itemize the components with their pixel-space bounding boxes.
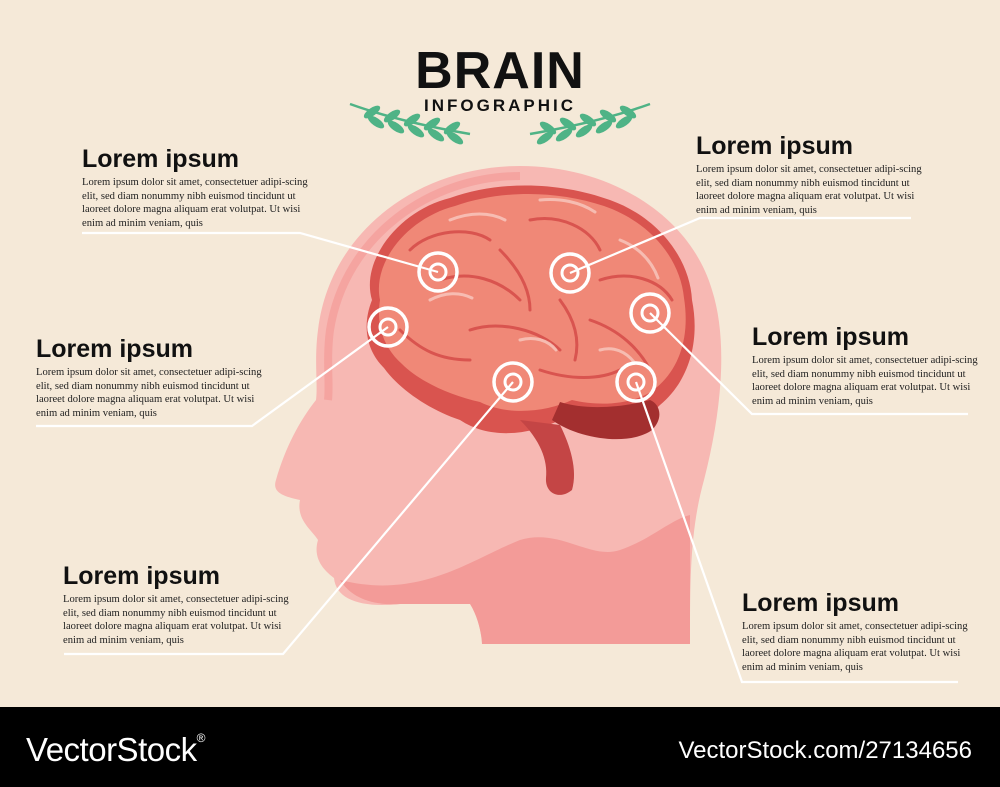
info-text: Lorem ipsum dolor sit amet, consectetuer… xyxy=(36,367,262,419)
info-heading: Lorem ipsum xyxy=(696,132,853,160)
info-block-4: Lorem ipsum Lorem ipsum dolor sit amet, … xyxy=(752,322,988,408)
info-heading: Lorem ipsum xyxy=(63,562,220,590)
head-rim xyxy=(324,172,521,401)
info-text: Lorem ipsum dolor sit amet, consectetuer… xyxy=(82,177,308,229)
target-icon xyxy=(367,306,409,348)
target-icon xyxy=(492,361,534,403)
infographic: BRAIN INFOGRAPHIC Lorem ipsum Lorem ipsu… xyxy=(36,42,988,684)
info-block-1: Lorem ipsum Lorem ipsum dolor sit amet, … xyxy=(82,144,318,230)
target-icon xyxy=(549,252,591,294)
page-title: BRAIN xyxy=(415,42,585,100)
vectorstock-logo: VectorStock® xyxy=(26,731,205,769)
info-heading: Lorem ipsum xyxy=(742,589,899,617)
info-heading: Lorem ipsum xyxy=(36,335,193,363)
cerebellum xyxy=(552,400,660,440)
neck-shade xyxy=(340,515,690,644)
registered-mark: ® xyxy=(196,731,206,745)
info-text: Lorem ipsum dolor sit amet, consectetuer… xyxy=(752,355,978,407)
page-subtitle: INFOGRAPHIC xyxy=(424,96,576,115)
info-block-2: Lorem ipsum Lorem ipsum dolor sit amet, … xyxy=(696,131,932,217)
brain-icon xyxy=(366,185,695,495)
connector-1 xyxy=(82,231,439,274)
connector-lines xyxy=(36,216,968,684)
info-text: Lorem ipsum dolor sit amet, consectetuer… xyxy=(696,164,922,216)
info-block-3: Lorem ipsum Lorem ipsum dolor sit amet, … xyxy=(36,334,272,420)
connector-6 xyxy=(634,381,958,684)
target-icon xyxy=(615,361,657,403)
brain-head-illustration xyxy=(36,102,968,684)
info-text: Lorem ipsum dolor sit amet, consectetuer… xyxy=(742,621,968,673)
target-icon xyxy=(629,292,671,334)
info-heading: Lorem ipsum xyxy=(752,323,909,351)
image-url: VectorStock.com/27134656 xyxy=(678,737,972,764)
target-icon xyxy=(417,251,459,293)
connector-3 xyxy=(36,326,389,428)
connector-4 xyxy=(649,312,968,416)
info-heading: Lorem ipsum xyxy=(82,145,239,173)
info-block-5: Lorem ipsum Lorem ipsum dolor sit amet, … xyxy=(63,561,299,647)
target-markers xyxy=(367,251,671,403)
watermark-footer: VectorStock® VectorStock.com/27134656 xyxy=(0,707,1000,787)
right-laurel-icon xyxy=(529,102,651,145)
connector-2 xyxy=(569,216,911,275)
connector-5 xyxy=(64,381,514,656)
brand-name: VectorStock xyxy=(26,731,197,768)
left-laurel-icon xyxy=(349,102,471,145)
info-block-6: Lorem ipsum Lorem ipsum dolor sit amet, … xyxy=(742,588,978,674)
info-text: Lorem ipsum dolor sit amet, consectetuer… xyxy=(63,594,289,646)
